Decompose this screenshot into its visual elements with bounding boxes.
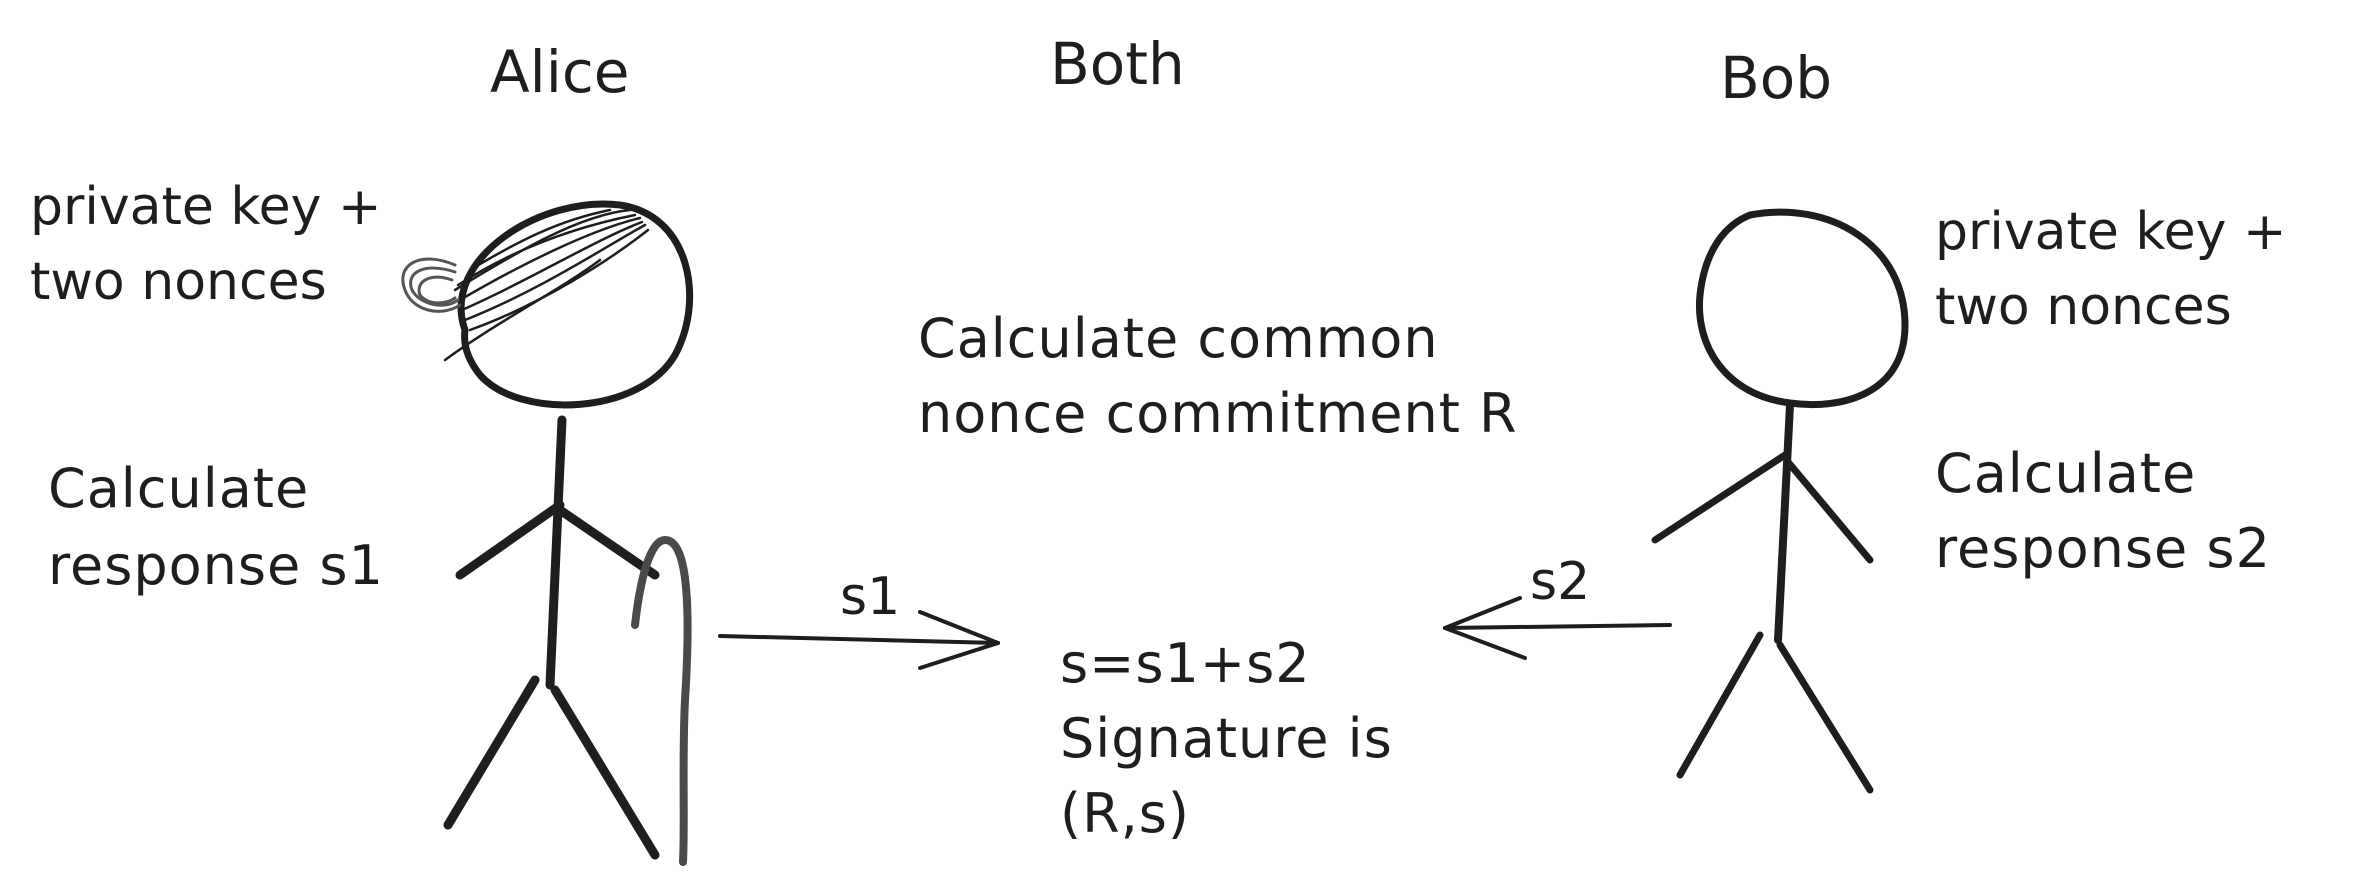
bob-response-line2: response s2 [1935,517,2271,580]
alice-right-leg [550,685,660,860]
bob-right-leg [1776,641,1874,794]
alice-cane [631,536,692,866]
bob-figure [1651,208,1909,794]
commitment-line1: Calculate common [918,307,1439,370]
alice-keys-line2: two nonces [30,252,327,312]
alice-left-arm [455,500,565,580]
heading-both: Both [1050,30,1185,98]
alice-right-arm [555,505,660,580]
alice-hair [443,208,650,362]
heading-alice: Alice [490,38,630,106]
signature-line1: s=s1+s2 [1060,632,1311,695]
bob-response-line1: Calculate [1935,442,2197,505]
arrow-s1-label: s1 [840,567,901,627]
arrow-s1 [718,610,1000,670]
alice-keys-line1: private key + [30,177,382,237]
alice-head [457,200,694,409]
bob-left-arm [1651,451,1789,544]
heading-bob: Bob [1720,44,1833,112]
bob-head [1695,208,1909,409]
alice-bun [401,257,462,313]
bob-keys-line2: two nonces [1935,277,2232,337]
arrow-s2-label: s2 [1530,552,1591,612]
signature-line3: (R,s) [1060,782,1190,845]
bob-body [1774,401,1794,644]
alice-left-leg [443,675,540,830]
alice-response-line2: response s1 [48,534,384,597]
arrow-s2 [1443,596,1672,660]
commitment-line2: nonce commitment R [918,382,1518,445]
bob-left-leg [1676,631,1764,779]
bob-keys-line1: private key + [1935,202,2287,262]
bob-right-arm [1784,458,1874,564]
signature-line2: Signature is [1060,707,1393,770]
alice-response-line1: Calculate [48,457,310,520]
alice-figure [401,200,694,866]
alice-body [545,415,567,690]
